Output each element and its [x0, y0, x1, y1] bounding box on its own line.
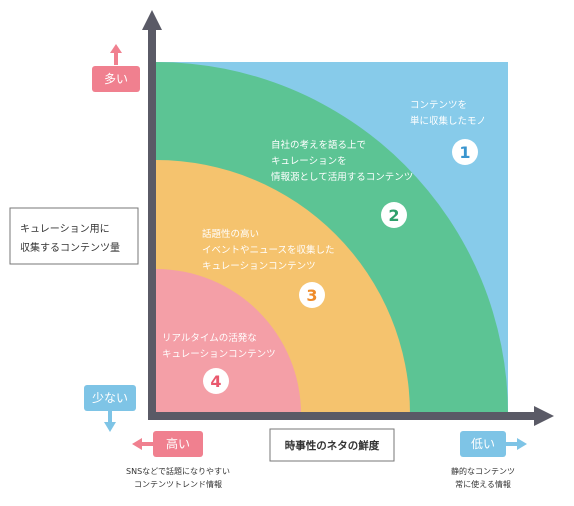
zone-3-label-line-1: 話題性の高い — [202, 228, 259, 240]
up-arrow-icon-head — [110, 44, 122, 53]
y-axis-top-tag-label: 多い — [104, 72, 128, 86]
zone-4-badge — [203, 368, 229, 394]
y-axis-bottom-tag — [84, 385, 136, 411]
x-axis-right-note-line-1: 静的なコンテンツ — [451, 466, 515, 476]
y-axis-arrowhead — [142, 10, 162, 30]
zone-2-label-line-2: キュレーションを — [271, 156, 347, 167]
zone-4-badge-number: 4 — [210, 372, 221, 391]
x-axis-left-tag-label: 高い — [166, 436, 190, 451]
zone-3-badge — [299, 282, 325, 308]
up-arrow-icon — [114, 52, 118, 65]
zone-4-label-line-1: リアルタイムの活発な — [162, 332, 257, 344]
x-axis-label: 時事性のネタの鮮度 — [285, 439, 380, 452]
y-axis-label-line-1: キュレーション用に — [20, 223, 110, 235]
y-axis-label-line-2: 収集するコンテンツ量 — [20, 241, 120, 254]
x-axis-left-note-line-2: コンテンツトレンド情報 — [134, 479, 222, 489]
zone-3-badge-number: 3 — [306, 286, 317, 305]
x-axis-right-note-line-2: 常に使える情報 — [455, 479, 511, 489]
x-axis-left-note-line-1: SNSなどで話題になりやすい — [126, 466, 230, 476]
zone-4-area — [156, 269, 301, 414]
zone-2-badge — [381, 202, 407, 228]
x-axis-right-tag-label: 低い — [471, 437, 495, 451]
y-axis-line — [148, 26, 156, 420]
zone-3-label-line-3: キュレーションコンテンツ — [202, 261, 316, 272]
right-arrow-icon-head — [517, 438, 527, 450]
y-axis-bottom-tag-label: 少ない — [92, 391, 128, 405]
zone-2-label-line-3: 情報源として活用するコンテンツ — [271, 171, 413, 183]
zone-3-label-line-2: イベントやニュースを収集した — [202, 244, 335, 256]
right-arrow-icon — [506, 442, 518, 446]
zone-1-badge-number: 1 — [459, 143, 470, 162]
x-axis-label-box — [269, 428, 395, 462]
zone-2-label-line-1: 自社の考えを語る上で — [271, 139, 366, 151]
axes — [142, 10, 554, 426]
y-axis-label-box — [9, 207, 139, 265]
x-axis-line — [148, 412, 536, 420]
zone-1-badge — [452, 139, 478, 165]
x-axis-left-tag — [153, 431, 203, 457]
left-arrow-icon-head — [132, 438, 142, 450]
down-arrow-icon-head — [104, 422, 116, 432]
x-axis-arrowhead — [534, 406, 554, 426]
left-arrow-icon — [141, 442, 153, 446]
zone-1-label-line-1: コンテンツを — [410, 100, 467, 111]
zone-1-label-line-2: 単に収集したモノ — [410, 115, 486, 127]
down-arrow-icon — [108, 411, 112, 423]
zone-2-badge-number: 2 — [388, 206, 399, 225]
x-axis-right-tag — [460, 431, 506, 457]
y-axis-top-tag — [92, 66, 140, 92]
zone-4-label-line-2: キュレーションコンテンツ — [162, 349, 276, 360]
